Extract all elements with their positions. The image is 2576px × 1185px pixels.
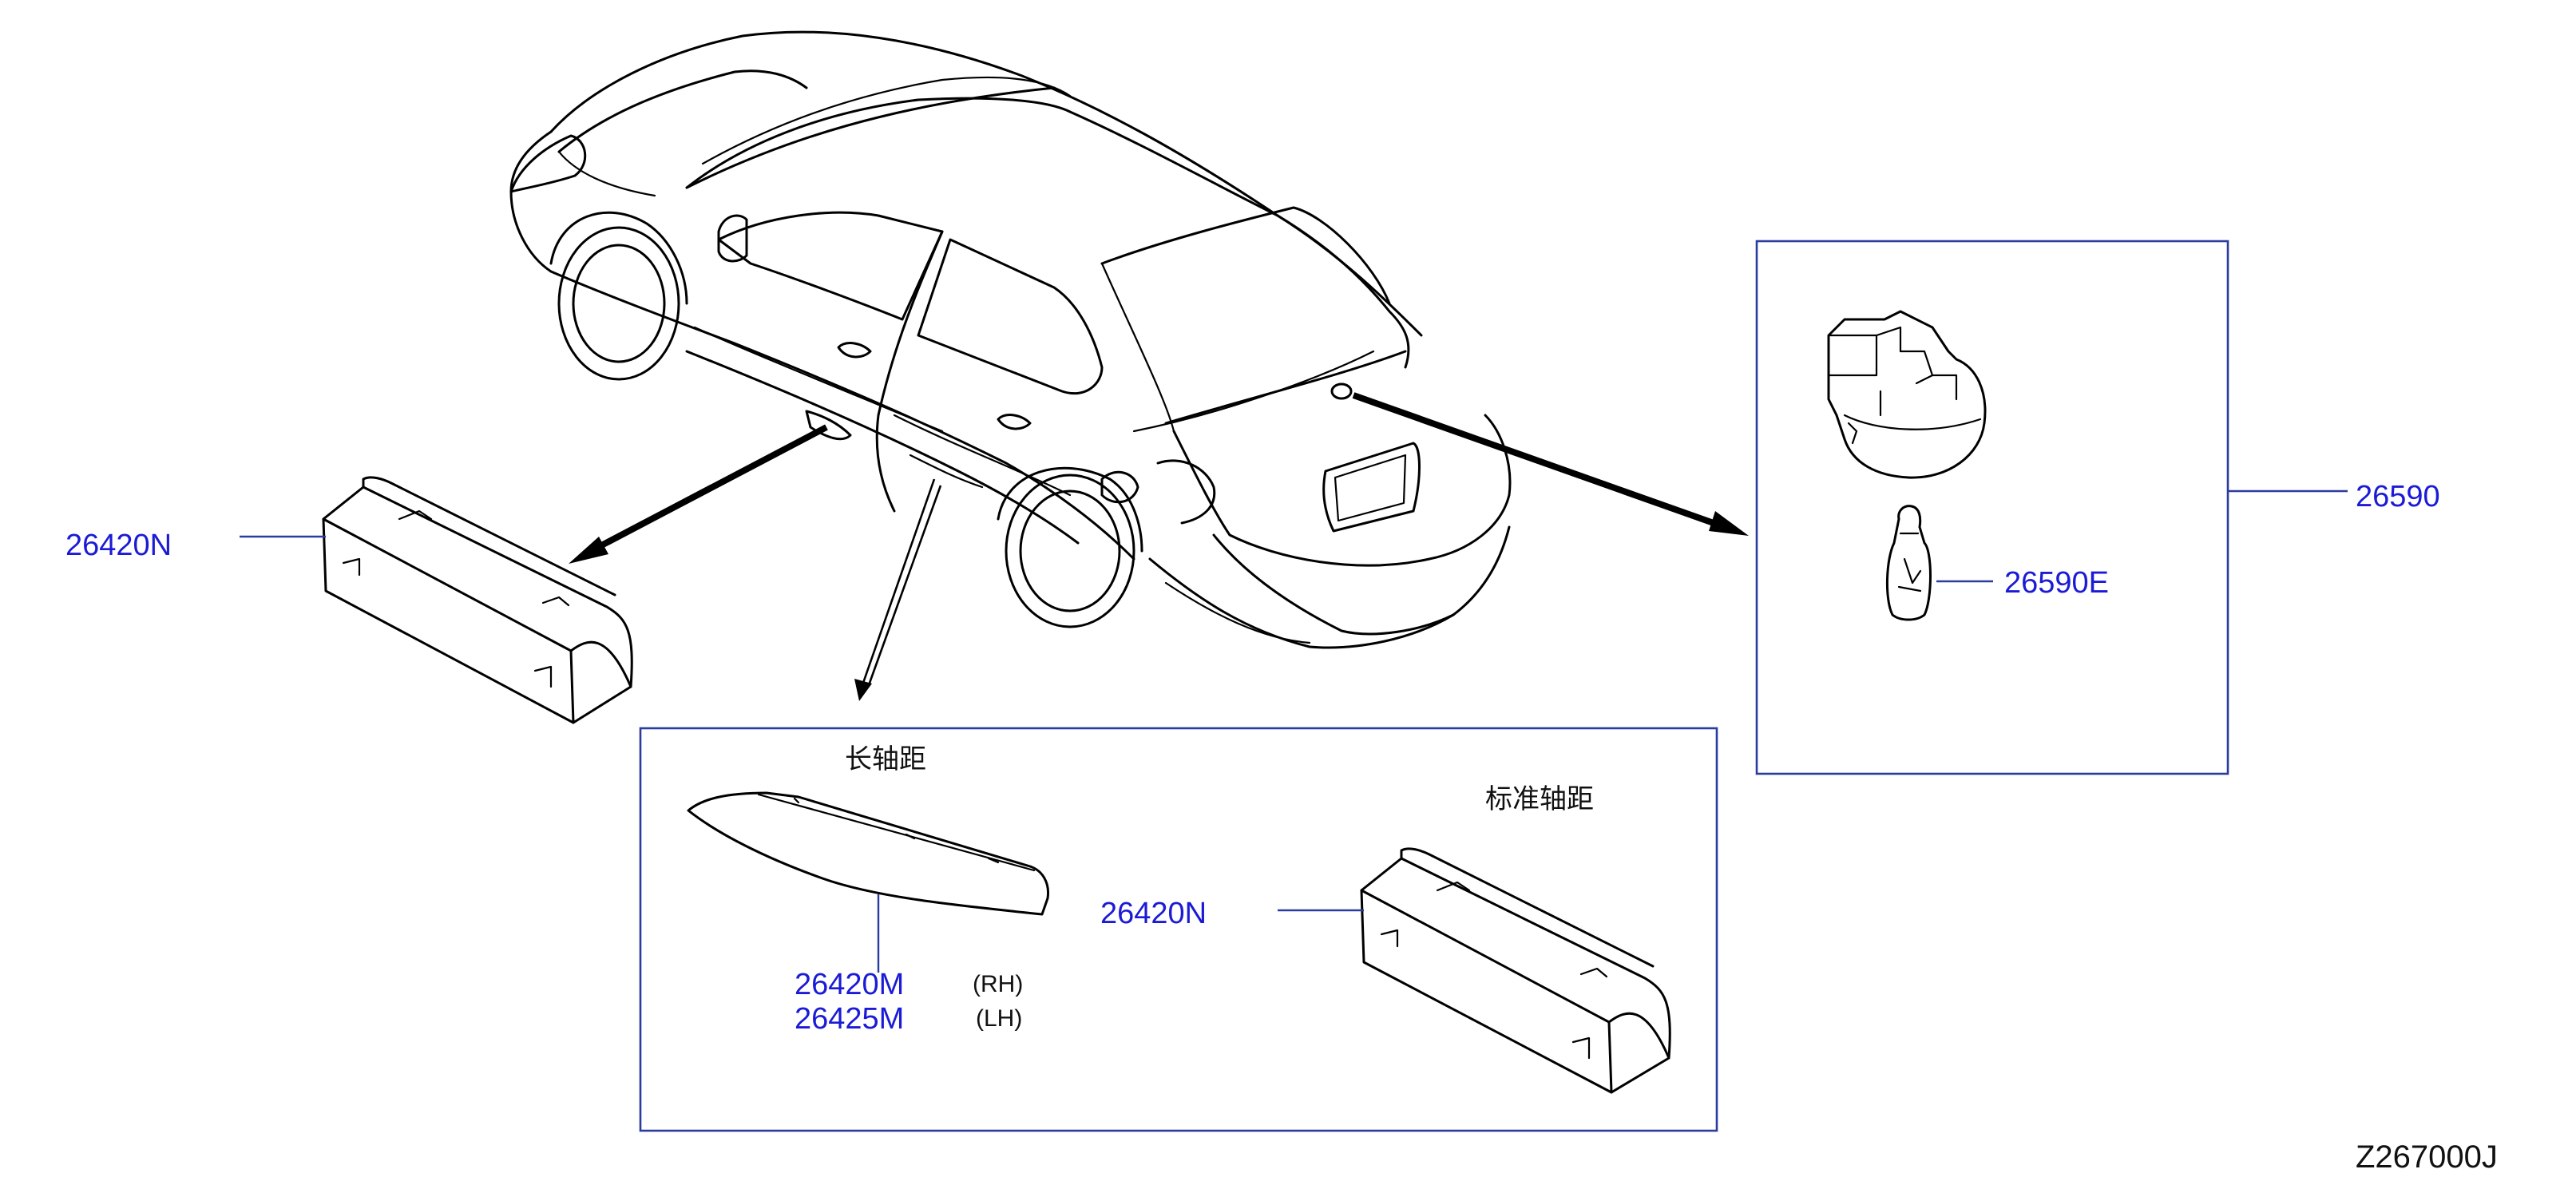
part-number-lamp-inset[interactable]: 26420N <box>1100 897 1207 930</box>
side-label-rh: (RH) <box>973 971 1023 997</box>
part-number-bulb[interactable]: 26590E <box>2004 566 2109 600</box>
pointer-arrows <box>569 392 1749 701</box>
rear-wheel <box>997 466 1143 628</box>
part-number-socket[interactable]: 26590 <box>2356 480 2440 513</box>
step-lamp-left <box>322 476 633 724</box>
wheelbase-variants-frame <box>639 727 1718 1132</box>
part-number-lamp-left[interactable]: 26420N <box>65 529 172 562</box>
long-wheelbase-lamp <box>687 791 1050 916</box>
label-long-wheelbase: 长轴距 <box>845 743 926 775</box>
side-label-lh: (LH) <box>976 1005 1022 1032</box>
label-standard-wheelbase: 标准轴距 <box>1485 783 1594 815</box>
front-wheel <box>549 211 688 381</box>
wedge-bulb <box>1886 505 1932 621</box>
standard-wheelbase-lamp <box>1360 847 1671 1094</box>
lamp-socket <box>1827 310 1987 479</box>
part-number-trim-lh[interactable]: 26425M <box>795 1002 904 1036</box>
diagram-code: Z267000J <box>2356 1139 2498 1175</box>
car-illustration <box>509 30 1512 649</box>
socket-bulb-frame <box>1755 240 2229 775</box>
part-number-trim-rh[interactable]: 26420M <box>795 968 904 1001</box>
